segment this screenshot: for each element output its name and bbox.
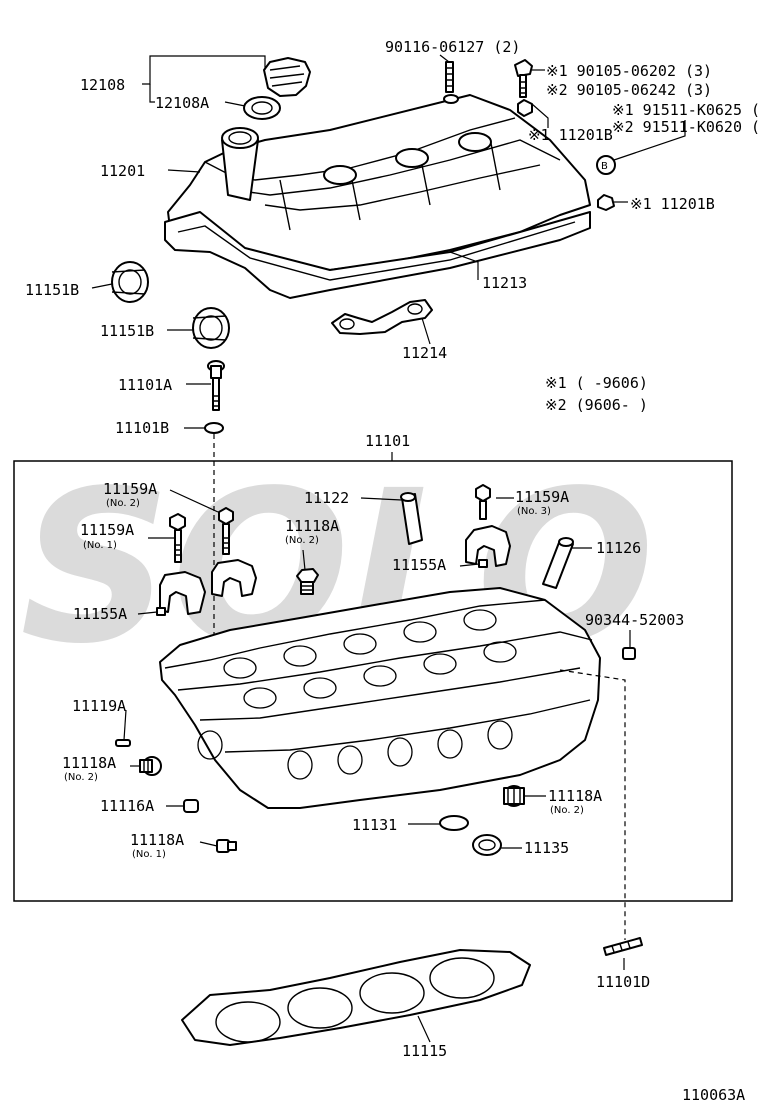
label-90344: 90344-52003	[585, 611, 684, 629]
label-11126: 11126	[596, 539, 641, 557]
label-11159A-no2: 11159A	[103, 480, 157, 498]
label-11116A: 11116A	[100, 797, 154, 815]
camshaft-plug-2	[192, 307, 230, 349]
plug-no2-top	[296, 568, 319, 595]
grommet-b: B	[596, 155, 616, 211]
sublabel-11118A-right: (No. 2)	[550, 805, 584, 816]
label-11214: 11214	[402, 344, 447, 362]
plug-no1-bottom	[216, 839, 237, 853]
sublabel-11159A-no2: (No. 2)	[106, 498, 140, 509]
cylinder-head-subassembly-box	[13, 460, 733, 902]
sublabel-11118A-bottom: (No. 1)	[132, 849, 166, 860]
label-11118A-left: 11118A	[62, 754, 116, 772]
seal-washer-upper	[517, 99, 533, 117]
dowel-11155A-left	[156, 607, 166, 616]
spark-plug-tube-11122	[400, 492, 423, 545]
label-11122: 11122	[304, 489, 349, 507]
sublabel-11159A-no3: (No. 3)	[517, 506, 551, 517]
sublabel-11159A-no1: (No. 1)	[83, 540, 117, 551]
label-11151B-a: 11151B	[25, 281, 79, 299]
label-11118A-bottom: 11118A	[130, 831, 184, 849]
label-11101: 11101	[365, 432, 410, 450]
oil-filler-cap	[263, 57, 311, 97]
note-1: ※1 ( -9606)	[545, 374, 648, 392]
cylinder-head-cover	[167, 94, 591, 271]
label-11151B-b: 11151B	[100, 322, 154, 340]
label-11101A: 11101A	[118, 376, 172, 394]
label-11119A: 11119A	[72, 697, 126, 715]
label-91511-b: ※2 91511-K0620 (7	[612, 118, 760, 136]
stud-11101D	[603, 937, 643, 956]
label-11155A-right: 11155A	[392, 556, 446, 574]
cylinder-head-gasket	[181, 949, 531, 1046]
label-11155A-left: 11155A	[73, 605, 127, 623]
cylinder-head	[159, 587, 601, 809]
head-cover-gasket	[164, 211, 591, 299]
plug-no2-left	[139, 756, 162, 776]
sublabel-11118A-top: (No. 2)	[285, 535, 319, 546]
dowel-11155A-right	[478, 559, 488, 568]
plug-tube-bracket	[331, 299, 433, 335]
leader-lines	[91, 54, 686, 1043]
label-11131: 11131	[352, 816, 397, 834]
label-11118A-right: 11118A	[548, 787, 602, 805]
label-90105-a: ※1 90105-06202 (3)	[546, 62, 712, 80]
label-11201B-upper: ※1 11201B	[528, 126, 613, 144]
camshaft-plug-1	[111, 261, 149, 303]
filler-cap-gasket	[243, 96, 281, 120]
bearing-cap-bolt-no2	[218, 507, 234, 555]
plug-11116A	[183, 799, 199, 813]
label-12108: 12108	[80, 76, 125, 94]
circle-b-label: B	[601, 161, 608, 172]
label-11159A-no1: 11159A	[80, 521, 134, 539]
bearing-cap-bolt-no3	[475, 484, 491, 520]
bearing-cap-bolt-no1	[169, 513, 186, 563]
bolt-90105	[514, 59, 533, 98]
label-11101D: 11101D	[596, 973, 650, 991]
gasket-11131	[439, 815, 469, 831]
label-90105-b: ※2 90105-06242 (3)	[546, 81, 712, 99]
sublabel-11118A-left: (No. 2)	[64, 772, 98, 783]
label-11115: 11115	[402, 1042, 447, 1060]
plug-90344	[622, 647, 636, 660]
label-11159A-no3: 11159A	[515, 488, 569, 506]
label-12108A: 12108A	[155, 94, 209, 112]
label-11118A-top: 11118A	[285, 517, 339, 535]
seal-11135	[472, 834, 502, 856]
label-11201: 11201	[100, 162, 145, 180]
figure-id: 110063A	[682, 1086, 745, 1104]
label-11201B-lower: ※1 11201B	[630, 195, 715, 213]
part-labels: 12108 12108A 90116-06127 (2) ※1 90105-06…	[25, 38, 760, 1104]
label-11135: 11135	[524, 839, 569, 857]
label-11101B: 11101B	[115, 419, 169, 437]
head-bolt-washer	[204, 422, 224, 434]
label-11213: 11213	[482, 274, 527, 292]
camshaft-bearing-caps-left	[159, 559, 257, 615]
label-91511-a: ※1 91511-K0625 (7	[612, 101, 760, 119]
plug-no2-right	[503, 785, 525, 807]
cylinder-head-bolt	[207, 360, 225, 411]
pin-11119A	[115, 739, 131, 747]
stud-90116	[443, 61, 459, 104]
label-90116: 90116-06127 (2)	[385, 38, 520, 56]
note-2: ※2 (9606- )	[545, 396, 648, 414]
spark-plug-tube-11126	[542, 537, 574, 589]
